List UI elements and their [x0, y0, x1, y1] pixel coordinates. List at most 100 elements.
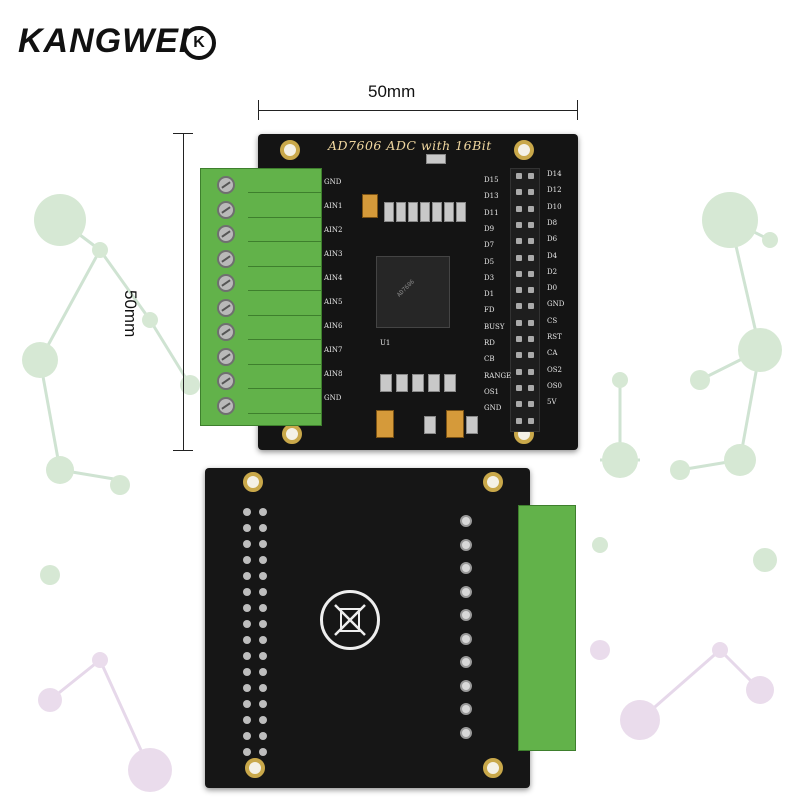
terminal-rib — [248, 216, 322, 218]
header-pin — [516, 368, 522, 375]
chip-marking: AD7606 — [395, 278, 416, 299]
header-pin — [516, 319, 522, 326]
header-pin — [516, 336, 522, 342]
solder-pad — [243, 652, 251, 660]
header-pin-label: RST — [547, 333, 562, 341]
smd-component — [380, 374, 392, 392]
solder-pad — [259, 588, 267, 596]
terminal-screw — [217, 298, 235, 317]
solder-pad — [243, 604, 251, 612]
header-pin-label: RANGE — [484, 371, 512, 380]
terminal-screw — [217, 347, 235, 366]
terminal-pin-label: AIN1 — [324, 202, 343, 210]
terminal-screw — [217, 176, 235, 194]
mounting-hole — [483, 758, 503, 778]
terminal-solder-point — [460, 609, 472, 621]
smd-component — [444, 202, 454, 222]
screw-terminal-block — [200, 168, 322, 426]
terminal-screw — [217, 249, 235, 268]
terminal-solder-point — [460, 679, 472, 692]
solder-pad — [259, 524, 267, 532]
terminal-rib — [248, 363, 322, 365]
header-pin-label: D8 — [547, 218, 558, 227]
solder-pad — [259, 684, 267, 692]
header-pin — [516, 189, 522, 196]
terminal-rib — [248, 290, 322, 291]
solder-pad — [243, 556, 251, 564]
width-dimension-label: 50mm — [368, 82, 416, 101]
header-pin — [516, 221, 522, 228]
header-pin — [528, 303, 534, 310]
smd-component — [428, 374, 440, 392]
solder-pad — [243, 588, 251, 596]
terminal-rib — [248, 241, 322, 242]
solder-pad — [259, 604, 267, 612]
mounting-hole — [245, 758, 265, 778]
terminal-screw — [217, 225, 235, 243]
header-pin — [516, 270, 522, 277]
header-pin — [528, 368, 534, 375]
header-pin — [528, 189, 534, 196]
solder-pad — [243, 732, 251, 740]
terminal-screw — [217, 396, 235, 415]
mounting-hole — [280, 140, 300, 160]
header-pin-label: D5 — [484, 257, 495, 266]
solder-pad — [243, 636, 251, 644]
solder-pad — [243, 668, 251, 676]
solder-pad — [243, 620, 251, 628]
header-pin — [528, 352, 534, 359]
solder-pad — [243, 524, 251, 532]
terminal-pin-label: AIN4 — [324, 274, 343, 282]
terminal-solder-point — [460, 538, 472, 551]
header-pin — [528, 401, 534, 408]
capacitor — [362, 194, 378, 218]
mounting-hole — [483, 472, 503, 492]
solder-pad — [243, 748, 251, 756]
height-dimension-label: 50mm — [121, 290, 140, 338]
weee-recycle-icon — [320, 590, 380, 650]
header-pin-label: RD — [484, 339, 495, 347]
terminal-rib — [248, 339, 322, 340]
solder-pad — [259, 748, 267, 756]
header-pin-label: OS1 — [484, 387, 499, 396]
solder-pad — [259, 700, 267, 708]
header-pin-label: D9 — [484, 224, 495, 233]
header-pin — [528, 270, 534, 277]
solder-pad — [243, 508, 251, 516]
header-pin — [516, 238, 522, 245]
terminal-solder-point — [460, 656, 472, 668]
header-pin-label: D14 — [547, 170, 562, 178]
solder-pad — [259, 636, 267, 644]
header-pin — [528, 287, 534, 294]
terminal-screw — [217, 200, 235, 219]
terminal-pin-label: AIN8 — [324, 370, 343, 378]
solder-pad — [259, 540, 267, 548]
header-pin — [516, 384, 522, 391]
solder-pad — [259, 556, 267, 564]
smd-component — [456, 202, 466, 222]
header-pin — [516, 352, 522, 359]
terminal-pin-label: GND — [324, 178, 342, 186]
terminal-solder-point — [460, 515, 472, 527]
header-pin-label: 5V — [547, 398, 557, 407]
header-pin — [528, 417, 534, 424]
header-pin-label: D6 — [547, 235, 558, 244]
header-pin-label: CB — [484, 355, 495, 364]
chip-label: U1 — [380, 339, 391, 347]
solder-pad — [259, 716, 267, 724]
terminal-pin-label: AIN5 — [324, 298, 343, 306]
smd-component — [396, 202, 406, 222]
screw-terminal-block-back — [518, 505, 576, 751]
smd-component — [384, 202, 394, 222]
header-pin — [528, 238, 534, 245]
header-pin — [516, 417, 522, 424]
solder-pad — [243, 684, 251, 692]
smd-component — [424, 416, 436, 434]
header-pin-label: BUSY — [484, 322, 505, 331]
terminal-pin-label: AIN7 — [324, 346, 343, 354]
header-pin-label: CA — [547, 349, 558, 358]
terminal-pin-label: GND — [324, 394, 342, 402]
terminal-rib — [248, 388, 322, 389]
solder-pad — [243, 540, 251, 548]
width-dimension-line — [258, 100, 578, 120]
